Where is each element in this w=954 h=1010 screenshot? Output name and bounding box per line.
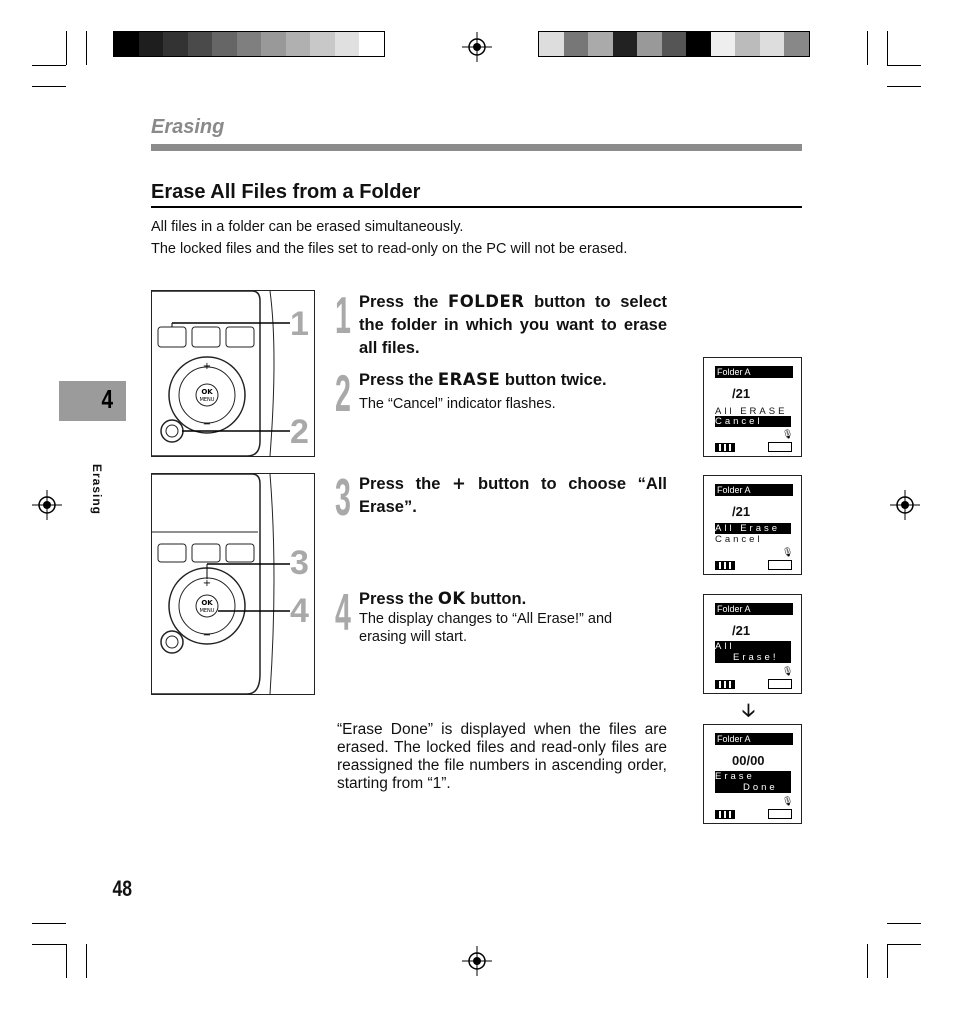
lcd-line: Cancel [715, 416, 791, 427]
battery-icon [715, 443, 735, 452]
lcd-folder-label: Folder A [715, 733, 793, 745]
callout-number: 1 [290, 305, 309, 343]
color-bar-left [113, 31, 385, 57]
intro-line: The locked files and the files set to re… [151, 241, 628, 257]
folder-button-label: FOLDER [447, 292, 525, 311]
plus-button-label: + [452, 474, 467, 493]
step-number: 4 [335, 584, 351, 642]
page-number: 48 [112, 876, 133, 901]
registration-mark-icon [32, 490, 62, 520]
ok-button-label: OK [437, 589, 466, 608]
lcd-line: Erase [715, 771, 755, 782]
heading-rule [151, 206, 802, 208]
callout-number: 3 [290, 544, 309, 582]
arrow-down-icon: 🡣 [742, 700, 755, 720]
step-body: The display changes to “All Erase!” and … [359, 611, 613, 645]
lcd-line: All [715, 641, 735, 652]
mic-icon: 🎙 [782, 547, 794, 557]
lcd-file-count: /21 [732, 386, 751, 401]
lcd-message-box: All Erase! [715, 641, 791, 663]
callout-number: 2 [290, 413, 309, 451]
chapter-number: 4 [101, 384, 114, 414]
section-rule [151, 144, 802, 151]
menu-label: MENU [200, 397, 215, 403]
recorder-icon: OK MENU + − 1 2 [152, 291, 309, 456]
lcd-screen: Folder A 00/00 Erase Done 🎙 [703, 724, 802, 824]
erase-button-label: ERASE [437, 370, 501, 389]
registration-mark-icon [462, 946, 492, 976]
lcd-line: All ERASE [715, 406, 788, 417]
step-number: 1 [335, 287, 351, 345]
lcd-screen: Folder A /21 All Erase Cancel 🎙 [703, 475, 802, 575]
page-title: Erase All Files from a Folder [151, 181, 421, 203]
registration-mark-icon [462, 32, 492, 62]
callout-number: 4 [290, 592, 309, 630]
battery-icon [715, 680, 735, 689]
memory-icon [768, 679, 792, 689]
step-number: 3 [335, 469, 351, 527]
step-body: The “Cancel” indicator flashes. [359, 396, 556, 412]
lcd-file-count: /21 [732, 623, 751, 638]
lcd-screen: Folder A /21 All ERASE Cancel 🎙 [703, 357, 802, 457]
lcd-line: All Erase [715, 523, 791, 534]
recorder-icon: OK MENU + − 3 4 [152, 474, 309, 694]
lcd-folder-label: Folder A [715, 603, 793, 615]
minus-label: − [203, 419, 211, 430]
step-number: 2 [335, 365, 351, 423]
memory-icon [768, 442, 792, 452]
intro-line: All files in a folder can be erased simu… [151, 219, 464, 235]
lcd-screen: Folder A /21 All Erase! 🎙 [703, 594, 802, 694]
mic-icon: 🎙 [782, 796, 794, 806]
lcd-line: Erase! [733, 652, 779, 663]
ok-label: OK [201, 599, 213, 607]
chapter-side-label: Erasing [90, 464, 104, 516]
memory-icon [768, 560, 792, 570]
memory-icon [768, 809, 792, 819]
plus-label: + [203, 361, 211, 372]
section-label: Erasing [151, 116, 225, 138]
step-title: Press the OK button. [359, 589, 527, 608]
menu-label: MENU [200, 608, 215, 614]
lcd-folder-label: Folder A [715, 366, 793, 378]
device-illustration: OK MENU + − 3 4 [151, 473, 315, 695]
mic-icon: 🎙 [782, 429, 794, 439]
lcd-message-box: Erase Done [715, 771, 791, 793]
plus-label: + [203, 578, 211, 589]
lcd-file-count: 00/00 [732, 753, 765, 768]
step-title: Press the FOLDER button to select the fo… [359, 292, 668, 357]
lcd-folder-label: Folder A [715, 484, 793, 496]
mic-icon: 🎙 [782, 666, 794, 676]
color-bar-right [538, 31, 810, 57]
minus-label: − [203, 630, 211, 641]
battery-icon [715, 561, 735, 570]
device-illustration: OK MENU + − 1 2 [151, 290, 315, 457]
registration-mark-icon [890, 490, 920, 520]
chapter-tab [59, 381, 126, 421]
lcd-file-count: /21 [732, 504, 751, 519]
ok-label: OK [201, 388, 213, 396]
erase-done-note: “Erase Done” is displayed when the files… [337, 721, 667, 792]
battery-icon [715, 810, 735, 819]
lcd-line: Done [743, 782, 778, 793]
lcd-line: Cancel [715, 534, 763, 545]
step-title: Press the ERASE button twice. [359, 370, 607, 389]
step-title: Press the + button to choose “All Erase”… [359, 474, 667, 516]
